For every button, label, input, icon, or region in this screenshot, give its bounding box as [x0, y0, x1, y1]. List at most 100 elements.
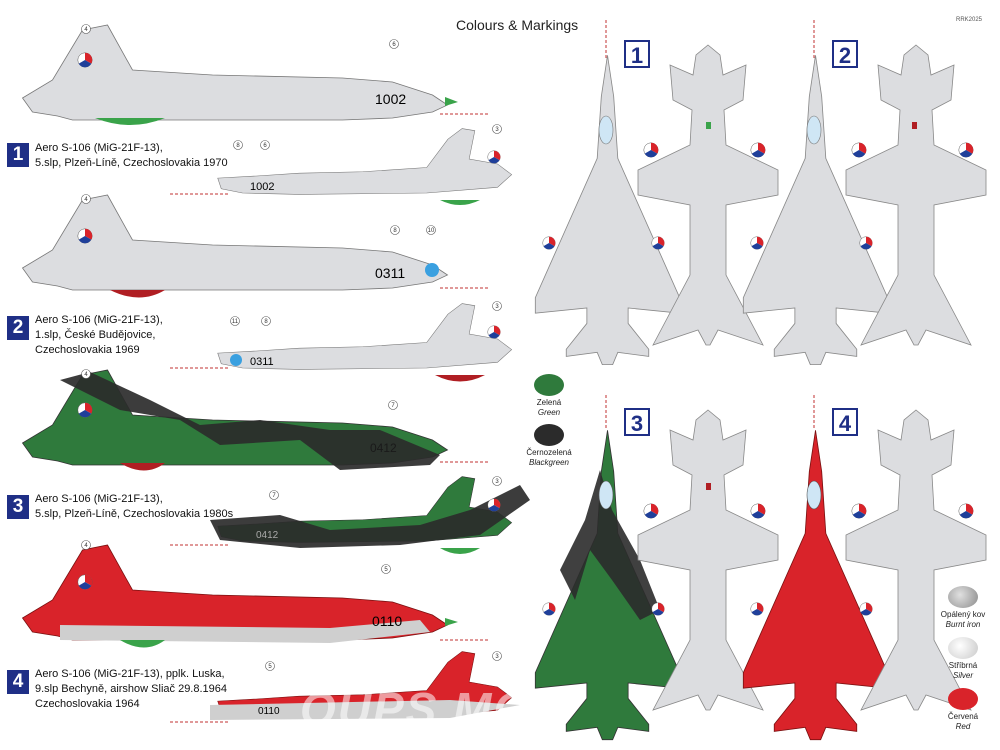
plan-view-4-top — [742, 395, 889, 741]
swatch-green-dot — [534, 374, 564, 396]
swatch-green: Zelená Green — [519, 374, 579, 418]
callout-label: 5 — [384, 567, 388, 573]
callout-marker — [81, 540, 91, 550]
scheme3-serial-right: 0412 — [256, 530, 279, 541]
reference-code: RRK2025 — [956, 17, 983, 23]
plan-view-1-bottom — [637, 44, 779, 346]
scheme4-serial-left: 0110 — [372, 613, 402, 629]
callout-label: 3 — [495, 479, 499, 485]
watermark: OUPS MO — [300, 683, 532, 735]
callout-marker — [426, 225, 436, 235]
swatch-red: Červená Red — [933, 688, 993, 732]
scheme4-caption: Aero S-106 (MiG-21F-13), pplk. Luska, 9.… — [35, 667, 227, 712]
scheme2-caption-line1: Aero S-106 (MiG-21F-13), — [35, 314, 163, 326]
callout-marker — [233, 140, 243, 150]
scheme2-badge: 2 — [7, 316, 29, 340]
callout-marker — [261, 316, 271, 326]
swatch-burnt-iron-name: Opálený kov — [940, 610, 986, 619]
scheme1-badge: 1 — [7, 143, 29, 167]
scheme4-profile-left — [21, 544, 490, 648]
plan-badge-1: 1 — [624, 40, 650, 68]
plan-view-1-top — [534, 20, 681, 365]
scheme2-profile-left — [21, 194, 490, 298]
callout-label: 6 — [392, 42, 396, 48]
scheme4-serial-right: 0110 — [258, 706, 280, 717]
swatch-burnt-iron: Opálený kov Burnt iron — [933, 586, 993, 630]
swatch-silver-dot — [948, 637, 978, 659]
callout-marker — [388, 400, 398, 410]
scheme1-serial-right: 1002 — [250, 181, 274, 193]
callout-label: 4 — [84, 543, 88, 549]
scheme3-badge: 3 — [7, 495, 29, 519]
scheme3-serial-left: 0412 — [370, 441, 397, 455]
callout-label: 4 — [84, 197, 88, 203]
scheme4-caption-line3: Czechoslovakia 1964 — [35, 698, 140, 710]
swatch-red-name: Červená — [947, 712, 979, 721]
callout-label: 6 — [263, 143, 267, 149]
callout-label: 8 — [393, 228, 397, 234]
swatch-silver-translation: Silver — [952, 671, 973, 680]
plan-badge-3: 3 — [624, 408, 650, 436]
callout-label: 4 — [84, 372, 88, 378]
scheme1-caption-line2: 5.slp, Plzeň-Líně, Czechoslovakia 1970 — [35, 157, 228, 169]
callout-marker — [81, 194, 91, 204]
plan-badge-4: 4 — [832, 408, 858, 436]
callout-marker — [390, 225, 400, 235]
swatch-burnt-iron-translation: Burnt iron — [945, 620, 981, 629]
scheme3-caption: Aero S-106 (MiG-21F-13), 5.slp, Plzeň-Lí… — [35, 492, 233, 522]
callout-label: 7 — [391, 403, 395, 409]
plan-view-3-top — [534, 395, 681, 741]
swatch-silver: Stříbrná Silver — [933, 637, 993, 681]
swatch-blackgreen-dot — [534, 424, 564, 446]
scheme3-caption-line1: Aero S-106 (MiG-21F-13), — [35, 493, 163, 505]
callout-label: 4 — [84, 27, 88, 33]
swatch-red-translation: Red — [955, 722, 971, 731]
swatch-blackgreen-translation: Blackgreen — [528, 458, 570, 467]
scheme4-badge: 4 — [7, 670, 29, 694]
swatch-blackgreen: Černozelená Blackgreen — [519, 424, 579, 468]
scheme3-caption-line2: 5.slp, Plzeň-Líně, Czechoslovakia 1980s — [35, 508, 234, 520]
scheme2-profile-right — [170, 303, 513, 382]
swatch-blackgreen-name: Černozelená — [526, 448, 572, 457]
callout-label: 8 — [236, 143, 240, 149]
scheme1-profile-left — [21, 24, 490, 125]
scheme1-caption-line1: Aero S-106 (MiG-21F-13), — [35, 142, 163, 154]
callout-marker — [492, 651, 502, 661]
callout-marker — [381, 564, 391, 574]
callout-marker — [230, 316, 240, 326]
callout-marker — [260, 140, 270, 150]
swatch-red-dot — [948, 688, 978, 710]
scheme1-caption: Aero S-106 (MiG-21F-13), 5.slp, Plzeň-Lí… — [35, 141, 228, 171]
scheme3-profile-left — [21, 369, 490, 471]
scheme2-serial-left: 0311 — [375, 265, 405, 281]
scheme2-caption: Aero S-106 (MiG-21F-13), 1.slp, České Bu… — [35, 313, 163, 358]
callout-label: 7 — [272, 493, 276, 499]
callout-label: 3 — [495, 127, 499, 133]
callout-label: 10 — [428, 228, 435, 234]
scheme4-caption-line1: Aero S-106 (MiG-21F-13), pplk. Luska, — [35, 668, 225, 680]
scheme2-serial-right: 0311 — [250, 356, 274, 368]
scheme4-caption-line2: 9.slp Bechyně, airshow Sliač 29.8.1964 — [35, 683, 228, 695]
swatch-green-translation: Green — [537, 408, 561, 417]
callout-marker — [492, 124, 502, 134]
callout-marker — [492, 476, 502, 486]
plan-view-2-bottom — [845, 44, 987, 346]
scheme4-profile-right — [170, 651, 520, 723]
plan-view-3-bottom — [637, 409, 779, 711]
page-title: Colours & Markings — [456, 17, 579, 33]
callout-marker — [492, 301, 502, 311]
scheme1-serial-left: 1002 — [375, 91, 406, 107]
scheme3-profile-right — [170, 476, 530, 554]
callout-label: 8 — [264, 319, 268, 325]
plan-view-2-top — [742, 20, 889, 365]
callout-marker — [269, 490, 279, 500]
callout-label: 11 — [232, 319, 239, 325]
swatch-green-name: Zelená — [536, 398, 562, 407]
callout-marker — [265, 661, 275, 671]
scheme1-profile-right — [170, 128, 513, 205]
callout-marker — [81, 24, 91, 34]
callout-label: 3 — [495, 654, 499, 660]
callout-marker — [389, 39, 399, 49]
callout-marker — [81, 369, 91, 379]
